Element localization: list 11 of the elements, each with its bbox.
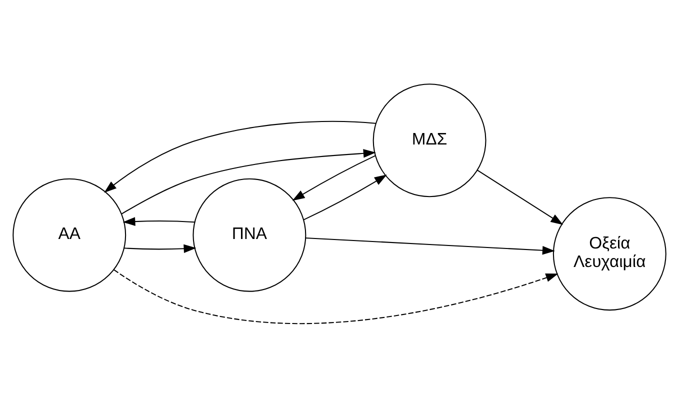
arrow	[124, 244, 196, 254]
arrow	[121, 149, 376, 214]
arrow	[292, 155, 376, 201]
arrow	[114, 269, 558, 324]
node-circle: AA	[12, 178, 126, 292]
arrow	[122, 217, 195, 226]
arrow	[306, 237, 555, 255]
arrow	[104, 120, 376, 193]
node-circle: Οξεία Λευχαιμία	[552, 197, 666, 311]
arrow	[477, 170, 564, 225]
arrow	[304, 174, 387, 220]
